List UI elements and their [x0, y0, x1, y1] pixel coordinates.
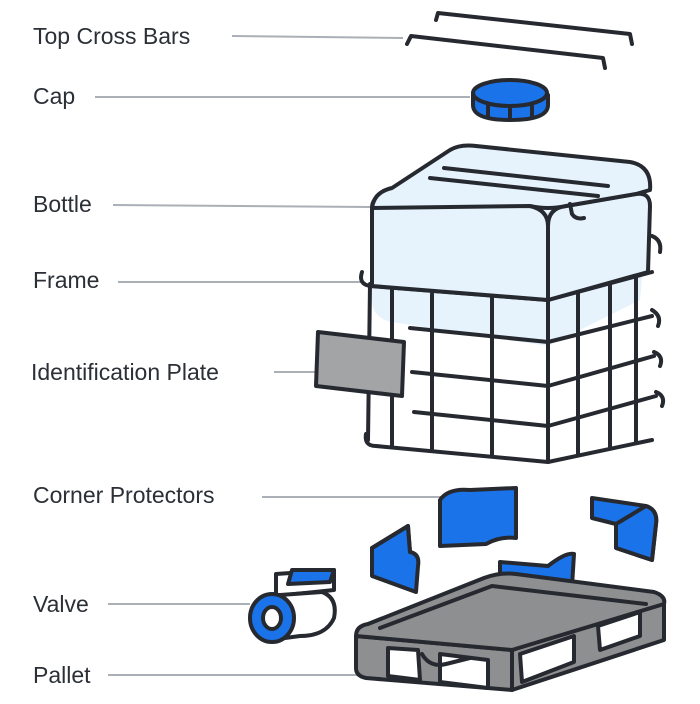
label-top-cross-bars: Top Cross Bars [33, 23, 404, 49]
valve-handle-top [286, 568, 336, 586]
corner-protectors-part [370, 486, 659, 602]
frame-rail [412, 394, 658, 428]
cap-top [471, 78, 549, 108]
label-bottle: Bottle [33, 191, 371, 217]
pallet-top-deck [354, 571, 667, 652]
label-identification-plate: Identification Plate [31, 359, 318, 385]
bottle-top-notch [568, 202, 586, 221]
bottle-front-face [370, 192, 550, 302]
label-valve: Valve [33, 591, 250, 617]
frame-part [359, 234, 666, 464]
label-valve-text: Valve [33, 591, 89, 617]
leader-top-cross-bars [231, 35, 404, 39]
pallet-opening [518, 634, 576, 684]
corner-protector-rear-left [438, 486, 518, 548]
top-cross-bars-part [405, 11, 634, 70]
identification-plate-part [314, 330, 406, 398]
corner-protector-fold [370, 524, 412, 554]
label-corner-protectors: Corner Protectors [33, 482, 442, 508]
cross-bar-front [405, 34, 607, 70]
identification-plate [314, 330, 406, 398]
frame-hook [650, 308, 662, 328]
label-cap: Cap [33, 83, 470, 109]
frame-rail [410, 354, 656, 388]
corner-protector-rear-right-side [614, 504, 659, 562]
label-pallet: Pallet [33, 662, 357, 688]
cross-bar-rear [434, 11, 634, 46]
label-identification-plate-text: Identification Plate [31, 359, 219, 385]
valve-outlet-hole [261, 605, 283, 631]
label-bottle-text: Bottle [33, 191, 92, 217]
pallet-base [354, 598, 666, 692]
pallet-deck-rim [378, 584, 648, 630]
frame-rail-bottom [363, 432, 654, 464]
pallet-deck-notch [420, 652, 472, 667]
label-pallet-text: Pallet [33, 662, 91, 688]
label-frame: Frame [33, 267, 362, 293]
label-cap-text: Cap [33, 83, 75, 109]
label-frame-text: Frame [33, 267, 99, 293]
cap-part [471, 78, 550, 122]
label-corner-protectors-text: Corner Protectors [33, 482, 215, 508]
frame-hook [654, 390, 666, 408]
label-top-cross-bars-text: Top Cross Bars [33, 23, 190, 49]
leader-bottle [112, 204, 371, 208]
bottle-top-ridges [428, 166, 610, 198]
frame-hook [650, 234, 663, 254]
ibc-tank-assembly [359, 143, 666, 464]
bottle-part [370, 143, 653, 302]
pallet-part [354, 571, 667, 692]
valve-part [248, 568, 337, 644]
frame-hook [652, 350, 664, 368]
pallet-opening [386, 646, 422, 682]
